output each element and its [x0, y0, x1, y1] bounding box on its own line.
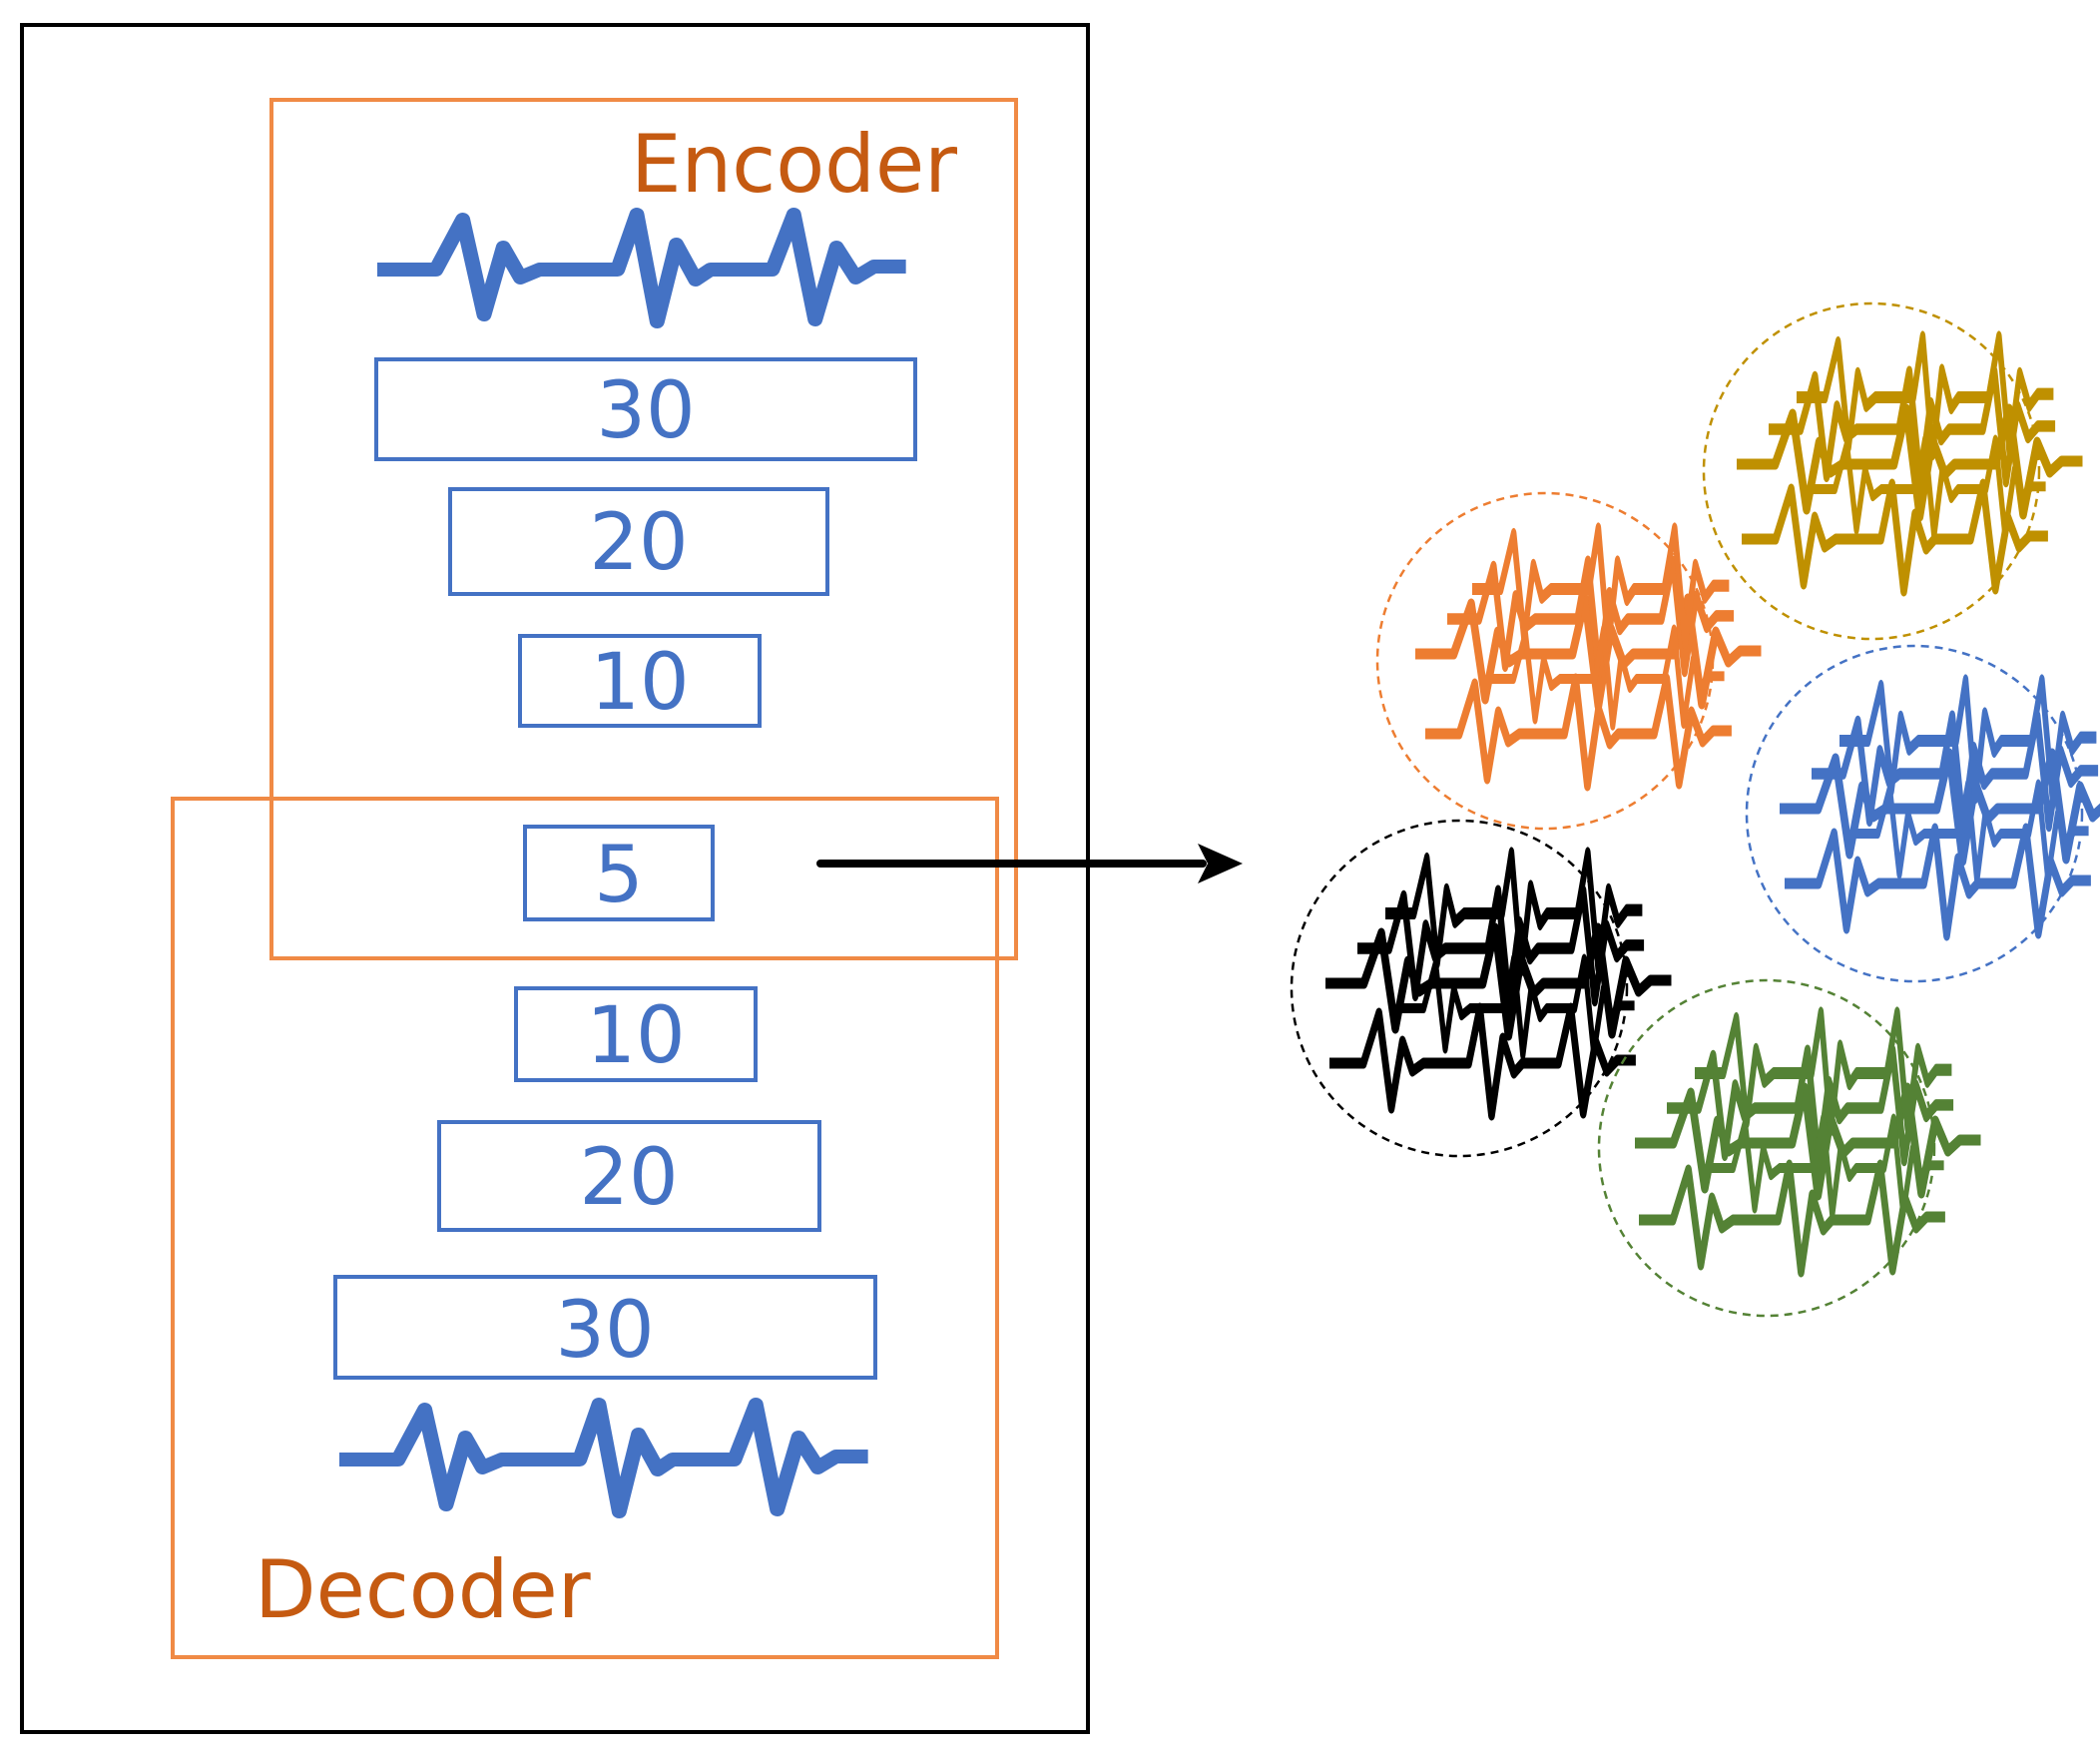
decoder-title: Decoder [255, 1543, 591, 1636]
decoder-layer: 10 [514, 986, 758, 1082]
encoder-layer: 10 [518, 634, 762, 728]
input-signal [377, 215, 906, 321]
latent-arrow [816, 844, 1243, 883]
encoder-layer: 20 [448, 487, 829, 596]
encoder-layer-label: 10 [590, 638, 689, 728]
cluster-green [1597, 978, 1981, 1318]
decoder-box [171, 797, 999, 1659]
bottleneck-layer: 5 [523, 825, 715, 921]
decoder-layer-label: 10 [586, 991, 685, 1081]
decoder-layer: 30 [333, 1275, 877, 1380]
decoder-layer: 20 [437, 1120, 821, 1232]
output-signal [339, 1405, 868, 1511]
decoder-layer-label: 30 [555, 1286, 654, 1376]
bottleneck-label: 5 [594, 831, 644, 920]
encoder-box [269, 98, 1018, 960]
encoder-title: Encoder [631, 118, 957, 211]
decoder-layer-label: 20 [579, 1133, 678, 1223]
encoder-layer-label: 20 [589, 498, 688, 588]
cluster-blue [1745, 644, 2100, 983]
cluster-gold [1702, 301, 2083, 641]
model-frame [20, 23, 1090, 1734]
cluster-orange [1375, 491, 1762, 831]
cluster-black [1290, 819, 1672, 1158]
encoder-layer: 30 [374, 357, 917, 461]
encoder-layer-label: 30 [596, 366, 695, 456]
